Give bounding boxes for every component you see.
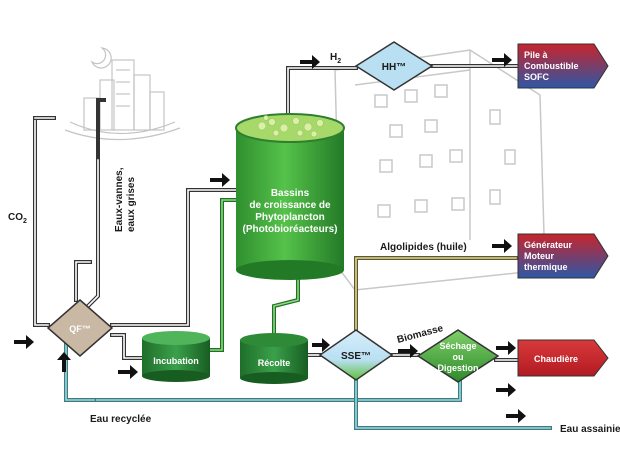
arrow-sse-in [312, 338, 330, 352]
incubation-label: Incubation [153, 356, 199, 366]
arrow-recycle-out [496, 383, 516, 397]
eaux-vannes-label: Eaux-vannes, eaux grises [114, 167, 137, 232]
arrow-h2 [300, 55, 320, 69]
hh-node[interactable]: HH™ [354, 41, 434, 91]
arrow-chaudiere [496, 341, 516, 355]
pile-label-line1: Pile à [524, 50, 549, 60]
arrow-pile [492, 53, 512, 67]
sse-node[interactable]: SSE™ [318, 329, 394, 381]
arrow-basin-in [210, 173, 230, 187]
h2-label: H2 [330, 52, 341, 65]
building-sketch [334, 49, 546, 291]
basin-label-line1: Bassins [271, 188, 310, 199]
output-pile-sofc[interactable]: Pile à Combustible SOFC [517, 43, 609, 89]
sse-label: SSE™ [341, 351, 371, 362]
chaudiere-label: Chaudière [534, 354, 578, 364]
pile-label-line2: Combustible [524, 61, 579, 71]
basin-label-line2: de croissance de [249, 200, 331, 211]
sechage-label-line2: ou [453, 352, 464, 362]
arrow-recycle-up [57, 352, 71, 372]
co2-label: CO2 [8, 212, 27, 225]
arrow-generateur [492, 239, 512, 253]
flow-arrows [14, 53, 526, 423]
eau-assainie-label: Eau assainie [560, 424, 620, 435]
generateur-label-line1: Générateur [524, 240, 573, 250]
arrow-co2-in [14, 335, 34, 349]
basin-label-line3: Phytoplancton [255, 212, 324, 223]
pile-label-line3: SOFC [524, 72, 550, 82]
sechage-label-line3: Digestion [437, 363, 478, 373]
hh-label: HH™ [382, 62, 406, 73]
eaux-vannes-line1: Eaux-vannes, [114, 167, 125, 232]
qf-label: QF™ [69, 324, 91, 334]
sechage-label-line1: Séchage [439, 341, 476, 351]
qf-node[interactable]: QF™ [46, 299, 114, 357]
eaux-vannes-line2: eaux grises [126, 177, 137, 232]
eau-recyclee-label: Eau recyclée [90, 414, 152, 425]
recolte-tank[interactable]: Récolte [240, 333, 308, 384]
basin-photobioreactor[interactable]: Bassins de croissance de Phytoplancton (… [235, 113, 345, 280]
output-chaudiere[interactable]: Chaudière [517, 339, 609, 377]
output-generateur[interactable]: Générateur Moteur thermique [517, 233, 609, 279]
algolipides-label: Algolipides (huile) [380, 242, 467, 253]
arrow-assainie [506, 409, 526, 423]
sechage-node[interactable]: Séchage ou Digestion [416, 329, 500, 383]
generateur-label-line3: thermique [524, 262, 568, 272]
incubation-tank[interactable]: Incubation [142, 331, 210, 382]
city-sketch [64, 47, 181, 141]
arrow-sechage-in [398, 344, 418, 358]
arrow-incubation-in [118, 365, 138, 379]
basin-label-line4: (Photobioréacteurs) [242, 224, 337, 235]
recolte-label: Récolte [258, 358, 291, 368]
generateur-label-line2: Moteur [524, 251, 554, 261]
pipes [33, 64, 552, 430]
